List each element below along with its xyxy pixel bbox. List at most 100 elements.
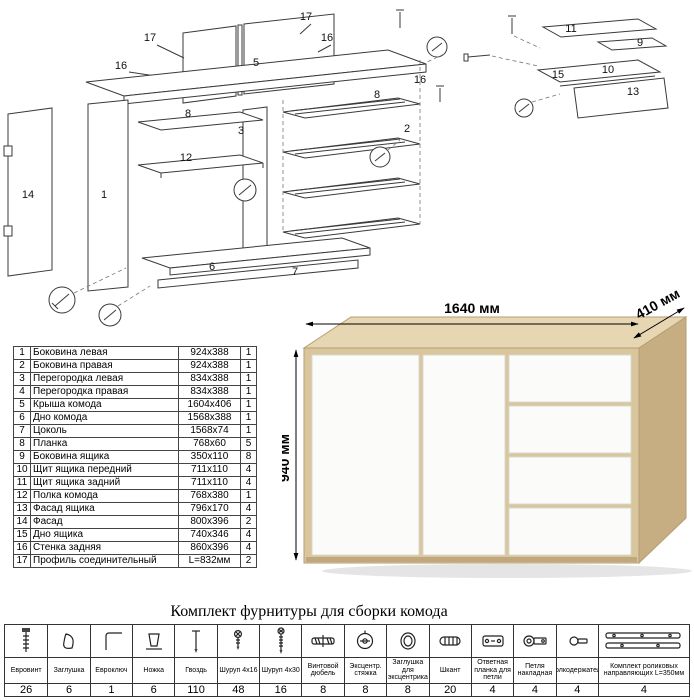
part-size: 740х346 bbox=[178, 528, 241, 542]
part-number: 9 bbox=[13, 450, 31, 464]
hardware-item-name: Заглушка bbox=[48, 657, 90, 683]
part-size: L=832мм bbox=[178, 554, 241, 568]
part-size: 796х170 bbox=[178, 502, 241, 516]
hardware-item-qty: 20 bbox=[429, 682, 471, 697]
dresser-top-face bbox=[302, 316, 688, 349]
callout-label: 6 bbox=[209, 261, 215, 273]
part-number: 12 bbox=[13, 489, 31, 503]
part-qty: 4 bbox=[240, 528, 257, 542]
drawer-rails-group bbox=[282, 60, 421, 239]
hardware-item-name: Ответная планка для петли bbox=[471, 657, 514, 683]
side-panels-group bbox=[3, 99, 268, 292]
hardware-item-qty: 8 bbox=[344, 682, 387, 697]
part-number: 13 bbox=[13, 502, 31, 516]
part-number: 7 bbox=[13, 424, 31, 438]
part-number: 1 bbox=[13, 346, 31, 360]
table-row: 8 Планка 768х60 5 bbox=[13, 437, 257, 451]
part-name: Боковина левая bbox=[30, 346, 179, 360]
hardware-item-qty: 6 bbox=[48, 682, 90, 697]
part-number: 16 bbox=[13, 541, 31, 555]
dimension-lines: 1640 мм 410 мм 940 мм bbox=[282, 290, 685, 561]
hardware-item: Евровинт 26 bbox=[5, 625, 48, 697]
part-number: 10 bbox=[13, 463, 31, 477]
part-name: Стенка задняя bbox=[30, 541, 179, 555]
hardware-item-name: Евроключ bbox=[90, 657, 133, 683]
hardware-item: Заглушка 6 bbox=[47, 625, 90, 697]
part-qty: 1 bbox=[240, 346, 257, 360]
foot-icon bbox=[133, 625, 174, 657]
part-number: 4 bbox=[13, 385, 31, 399]
table-row: 4 Перегородка правая 834х388 1 bbox=[13, 385, 257, 399]
assembly-diagram-svg: 17 16 17 16 5 16 8 3 12 2 14 1 6 7 8 11 … bbox=[3, 9, 669, 327]
hardware-item: Комплект роликовых направляющих L=350мм … bbox=[597, 625, 689, 697]
drawer-detail-group bbox=[463, 15, 669, 119]
callout-label: 14 bbox=[22, 189, 34, 201]
callout-label: 12 bbox=[180, 152, 192, 164]
part-number: 3 bbox=[13, 372, 31, 386]
part-size: 768х380 bbox=[178, 489, 241, 503]
hardware-item: Ответная планка для петли 4 bbox=[470, 625, 514, 697]
part-size: 1568х74 bbox=[178, 424, 241, 438]
part-qty: 1 bbox=[240, 411, 257, 425]
part-qty: 5 bbox=[240, 437, 257, 451]
screw-short-icon bbox=[218, 625, 259, 657]
part-size: 834х388 bbox=[178, 372, 241, 386]
callout-label: 7 bbox=[292, 266, 298, 278]
hardware-item-name: Эксцентр. стяжка bbox=[344, 657, 387, 683]
dim-width-label: 1640 мм bbox=[444, 300, 500, 316]
hardware-item-qty: 16 bbox=[260, 682, 302, 697]
callout-label: 9 bbox=[637, 37, 643, 49]
table-row: 3 Перегородка левая 834х388 1 bbox=[13, 372, 257, 386]
part-name: Профиль соединительный bbox=[30, 554, 179, 568]
part-qty: 1 bbox=[240, 385, 257, 399]
callout-label: 8 bbox=[185, 108, 191, 120]
screw-long-icon bbox=[260, 625, 301, 657]
table-row: 5 Крыша комода 1604х406 1 bbox=[13, 398, 257, 412]
part-number: 11 bbox=[13, 476, 31, 490]
part-number: 5 bbox=[13, 398, 31, 412]
cam-cap-icon bbox=[387, 625, 428, 657]
dresser-drawer-1 bbox=[508, 354, 632, 403]
callout-label: 3 bbox=[238, 125, 244, 137]
part-number: 2 bbox=[13, 359, 31, 373]
part-size: 924х388 bbox=[178, 346, 241, 360]
part-qty: 4 bbox=[240, 541, 257, 555]
part-name: Крыша комода bbox=[30, 398, 179, 412]
part-qty: 1 bbox=[240, 359, 257, 373]
hardware-item-qty: 26 bbox=[5, 682, 48, 697]
hardware-kit-title: Комплект фурнитуры для сборки комода bbox=[170, 603, 448, 620]
callout-label: 13 bbox=[627, 86, 639, 98]
hardware-item: Полкодержатель 4 bbox=[555, 625, 598, 697]
part-qty: 1 bbox=[240, 424, 257, 438]
part-number: 14 bbox=[13, 515, 31, 529]
part-name: Перегородка левая bbox=[30, 372, 179, 386]
nail-icon bbox=[175, 625, 216, 657]
table-row: 13 Фасад ящика 796х170 4 bbox=[13, 502, 257, 516]
plug-cap-icon bbox=[48, 625, 89, 657]
hardware-item-name: Полкодержатель bbox=[556, 657, 598, 683]
part-name: Перегородка правая bbox=[30, 385, 179, 399]
shelf-group bbox=[137, 111, 264, 178]
dresser-door-right bbox=[422, 354, 506, 556]
hinge-plate-icon bbox=[472, 625, 513, 657]
table-row: 2 Боковина правая 924х388 1 bbox=[13, 359, 257, 373]
dim-height-label: 940 мм bbox=[282, 434, 292, 482]
hardware-item: Шуруп 4х30 16 bbox=[259, 625, 302, 697]
hardware-item-qty: 4 bbox=[556, 682, 598, 697]
table-row: 6 Дно комода 1568х388 1 bbox=[13, 411, 257, 425]
hardware-table: Евровинт 26 Заглушка 6 Евроключ 1 Ножка … bbox=[4, 624, 690, 697]
part-name: Фасад bbox=[30, 515, 179, 529]
hinge-icon bbox=[514, 625, 555, 657]
dresser-drawer-3 bbox=[508, 456, 632, 505]
hardware-item-name: Комплект роликовых направляющих L=350мм bbox=[598, 657, 689, 683]
callout-label: 17 bbox=[144, 32, 156, 44]
bottom-group bbox=[141, 237, 371, 289]
hardware-item: Эксцентр. стяжка 8 bbox=[343, 625, 387, 697]
part-size: 834х388 bbox=[178, 385, 241, 399]
table-row: 11 Щит ящика задний 711х110 4 bbox=[13, 476, 257, 490]
hardware-item-name: Гвоздь bbox=[175, 657, 217, 683]
cam-lock-icon bbox=[345, 625, 386, 657]
table-row: 14 Фасад 800х396 2 bbox=[13, 515, 257, 529]
dowel-screw-icon bbox=[302, 625, 343, 657]
table-row: 10 Щит ящика передний 711х110 4 bbox=[13, 463, 257, 477]
